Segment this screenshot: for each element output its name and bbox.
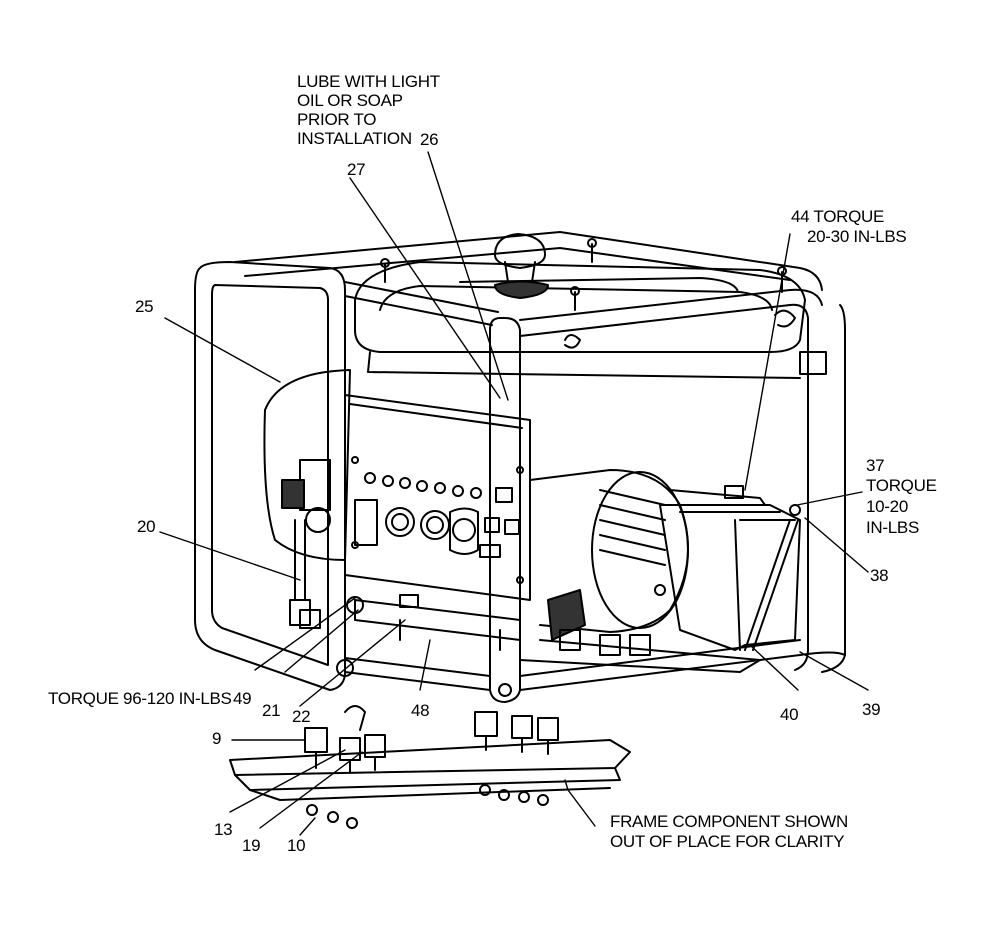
callout-38: 38: [870, 566, 889, 585]
callout-20: 20: [137, 517, 156, 536]
callout-26: 26: [420, 130, 439, 149]
leader-lines: [159, 151, 869, 836]
torque-note-49: TORQUE 96-120 IN-LBS: [48, 689, 232, 708]
callout-22: 22: [292, 707, 311, 726]
callout-9: 9: [212, 729, 222, 748]
callout-10: 10: [287, 836, 306, 855]
lube-note-line-3: PRIOR TO: [297, 110, 377, 129]
callout-49: 49: [233, 689, 252, 708]
exploded-frame-plate: [229, 705, 631, 829]
torque-note-44-line-2: 20-30 IN-LBS: [807, 227, 907, 246]
lube-note-line-4: INSTALLATION: [297, 129, 412, 148]
callout-19: 19: [242, 836, 261, 855]
callout-40: 40: [780, 705, 799, 724]
callout-37: 37: [866, 456, 885, 475]
callout-25: 25: [135, 297, 154, 316]
alternator: [529, 469, 689, 641]
torque-note-44-line-1: 44 TORQUE: [791, 207, 885, 226]
torque-note-37-line-3: IN-LBS: [866, 518, 919, 537]
callout-13: 13: [214, 820, 233, 839]
control-panel: [344, 394, 531, 601]
frame-note-line-2: OUT OF PLACE FOR CLARITY: [610, 832, 845, 851]
torque-note-37-line-1: TORQUE: [866, 476, 937, 495]
torque-note-37-line-2: 10-20: [866, 497, 908, 516]
lube-note-line-2: OIL OR SOAP: [297, 91, 403, 110]
callout-48: 48: [411, 701, 430, 720]
fuel-tank: [354, 233, 827, 379]
engine: [263, 369, 351, 626]
callout-21: 21: [262, 701, 281, 720]
battery: [659, 485, 801, 651]
lube-note-line-1: LUBE WITH LIGHT: [297, 72, 440, 91]
frame-note-line-1: FRAME COMPONENT SHOWN: [610, 812, 849, 831]
callout-39: 39: [862, 700, 881, 719]
callout-27: 27: [347, 160, 366, 179]
